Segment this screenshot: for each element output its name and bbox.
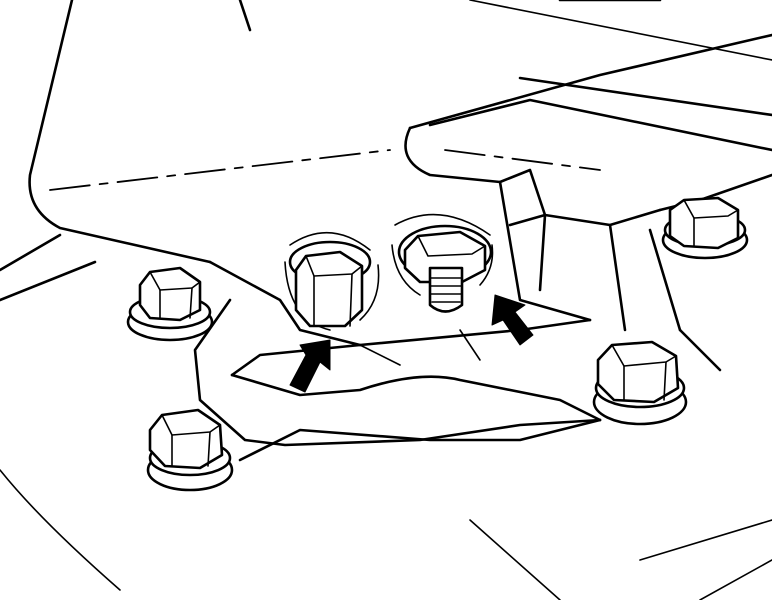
bolt-icon bbox=[146, 408, 234, 492]
stud-icon bbox=[391, 213, 494, 313]
center-bolt-icon bbox=[284, 231, 380, 331]
arrow-icon bbox=[491, 294, 534, 346]
mount-bracket bbox=[193, 260, 602, 462]
bolt-icon bbox=[592, 340, 688, 426]
bolt-icon bbox=[126, 266, 214, 342]
bolt-icon bbox=[661, 196, 749, 260]
arrow-icon bbox=[289, 339, 331, 393]
